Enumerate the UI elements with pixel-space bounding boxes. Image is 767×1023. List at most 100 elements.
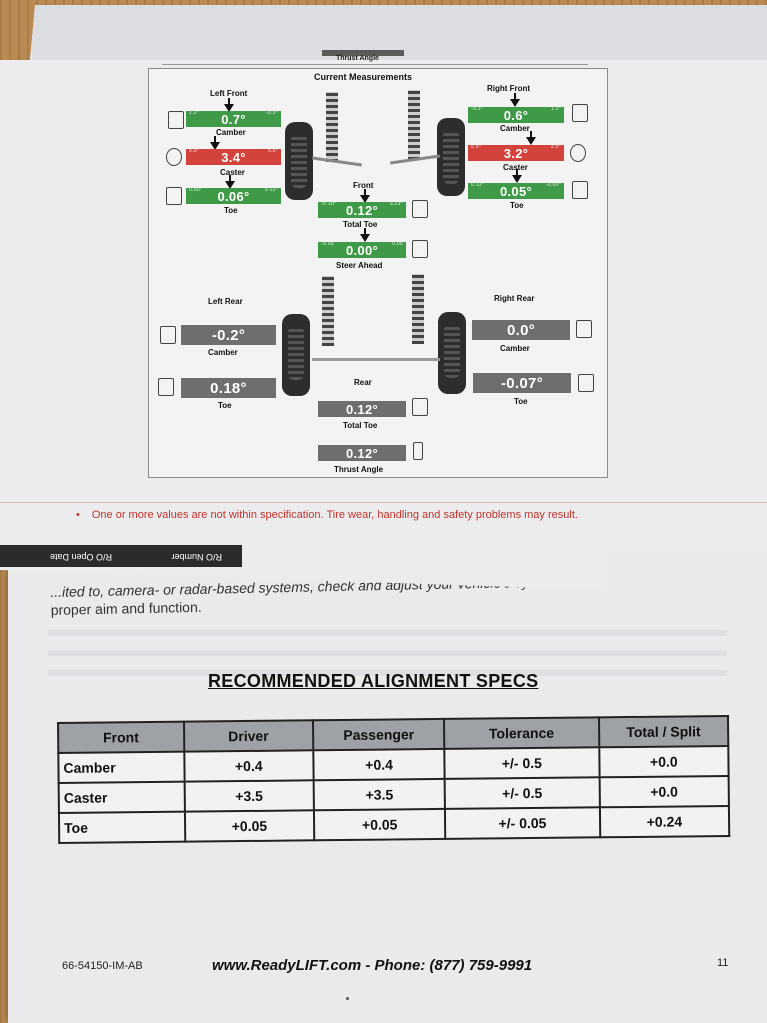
camber-icon [576, 320, 592, 338]
left-front-caster-label: Caster [220, 168, 245, 177]
divider [0, 502, 767, 503]
table-cell: +0.24 [599, 805, 730, 838]
thrust-angle-value: 0.12° [318, 445, 406, 461]
rear-heading: Rear [354, 378, 372, 387]
right-rear-toe-label: Toe [514, 397, 528, 406]
right-front-toe-value: 0.12°0.05°-0.00° [468, 182, 564, 199]
rear-left-strut [322, 276, 334, 346]
total-toe-icon [412, 200, 428, 218]
down-arrow-icon [360, 189, 370, 203]
down-arrow-icon [224, 98, 234, 112]
toe-icon [572, 181, 588, 199]
row-label: Toe [58, 811, 185, 843]
front-right-strut [408, 90, 420, 160]
right-front-camber-value: -0.3°0.6°1.2° [468, 106, 564, 123]
intro-line-3: proper aim and function. [50, 598, 202, 618]
warning-message: • One or more values are not within speci… [76, 509, 578, 521]
row-label: Camber [58, 751, 185, 783]
left-front-toe-value: 0.00°0.06°0.12° [186, 187, 281, 204]
rear-total-toe-label: Total Toe [343, 421, 378, 430]
bleed-through-text [48, 630, 727, 636]
table-cell: +0.0 [599, 775, 729, 808]
right-front-caster-value: 5.5°3.2°3.5° [468, 144, 564, 161]
caster-icon [166, 148, 182, 166]
right-front-toe-label: Toe [510, 201, 524, 210]
right-rear-camber-label: Camber [500, 344, 530, 353]
left-rear-camber-value: -0.2° [181, 325, 276, 345]
front-total-toe-label: Total Toe [343, 220, 378, 229]
ro-number-label: R/O Number [171, 552, 222, 562]
steer-ahead-label: Steer Ahead [336, 261, 383, 270]
specs-title: RECOMMENDED ALIGNMENT SPECS [208, 671, 539, 691]
left-rear-camber-label: Camber [208, 348, 238, 357]
bullet-icon: • [76, 509, 80, 521]
table-cell: +/- 0.05 [445, 807, 600, 839]
column-header: Tolerance [444, 717, 599, 749]
table-cell: +0.4 [313, 748, 445, 781]
right-front-camber-label: Camber [500, 124, 530, 133]
camber-icon [160, 326, 176, 344]
table-row: Toe +0.05 +0.05 +/- 0.05 +0.24 [58, 805, 730, 843]
toe-icon [158, 378, 174, 396]
left-rear-toe-label: Toe [218, 401, 232, 410]
warning-text: One or more values are not within specif… [91, 509, 578, 521]
toe-icon [578, 374, 594, 392]
left-front-toe-label: Toe [224, 206, 238, 215]
column-header: Front [58, 721, 184, 753]
value-bar [322, 50, 404, 56]
right-front-heading: Right Front [487, 84, 531, 93]
table-cell: +3.5 [184, 780, 315, 812]
camber-icon [168, 111, 184, 129]
rear-right-strut [412, 274, 424, 344]
right-front-caster-label: Caster [503, 163, 528, 172]
table-cell: +0.05 [184, 810, 315, 842]
steer-ahead-icon [412, 240, 428, 258]
left-rear-toe-value: 0.18° [181, 378, 276, 398]
toe-icon [166, 187, 182, 205]
table-cell: +0.0 [598, 745, 729, 778]
page-number: 11 [717, 957, 729, 969]
down-arrow-icon [360, 228, 370, 242]
bleed-through-text [48, 650, 727, 656]
right-rear-camber-value: 0.0° [472, 320, 570, 340]
front-total-toe-value: -0.10°0.12°0.23° [318, 201, 406, 218]
rear-total-toe-value: 0.12° [318, 401, 406, 417]
ro-label-strip: R/O Number R/O Open Date [0, 545, 242, 567]
rear-right-tire [438, 312, 466, 394]
table-cell: +/- 0.5 [444, 747, 600, 779]
total-toe-icon [412, 398, 428, 416]
front-left-tire [285, 122, 313, 200]
down-arrow-icon [225, 175, 235, 189]
down-arrow-icon [210, 136, 220, 150]
front-heading: Front [353, 181, 374, 190]
front-right-tire [437, 118, 465, 196]
left-front-camber-value: 1.2°0.7°-0.3° [186, 110, 281, 127]
thrust-angle-icon [413, 442, 423, 460]
down-arrow-icon [526, 131, 536, 145]
bleed-through-text [48, 670, 727, 676]
row-label: Caster [58, 781, 185, 813]
table-cell: +0.05 [314, 808, 446, 841]
column-header: Driver [183, 720, 314, 752]
left-front-caster-value: 5.5°3.4°5.5° [186, 148, 281, 165]
document-code: 66-54150-IM-AB [62, 960, 143, 972]
left-front-heading: Left Front [210, 89, 248, 98]
right-rear-toe-value: -0.07° [473, 373, 571, 393]
caster-icon [570, 144, 586, 162]
down-arrow-icon [512, 169, 522, 183]
right-rear-heading: Right Rear [494, 294, 535, 303]
paper-speck [346, 997, 349, 1000]
ro-open-date-label: R/O Open Date [49, 552, 112, 562]
rear-left-tire [282, 314, 310, 396]
table-cell: +0.4 [183, 750, 314, 782]
thrust-angle-caption: Thrust Angle [336, 55, 379, 62]
down-arrow-icon [510, 93, 520, 107]
left-rear-heading: Left Rear [208, 297, 243, 306]
panel-title: Current Measurements [314, 72, 413, 82]
table-cell: +3.5 [313, 778, 446, 811]
website-phone: www.ReadyLIFT.com - Phone: (877) 759-999… [212, 957, 533, 974]
front-left-strut [326, 92, 338, 162]
camber-icon [572, 104, 588, 122]
alignment-specs-table: Front Driver Passenger Tolerance Total /… [57, 715, 730, 844]
thrust-angle-label: Thrust Angle [334, 465, 384, 474]
